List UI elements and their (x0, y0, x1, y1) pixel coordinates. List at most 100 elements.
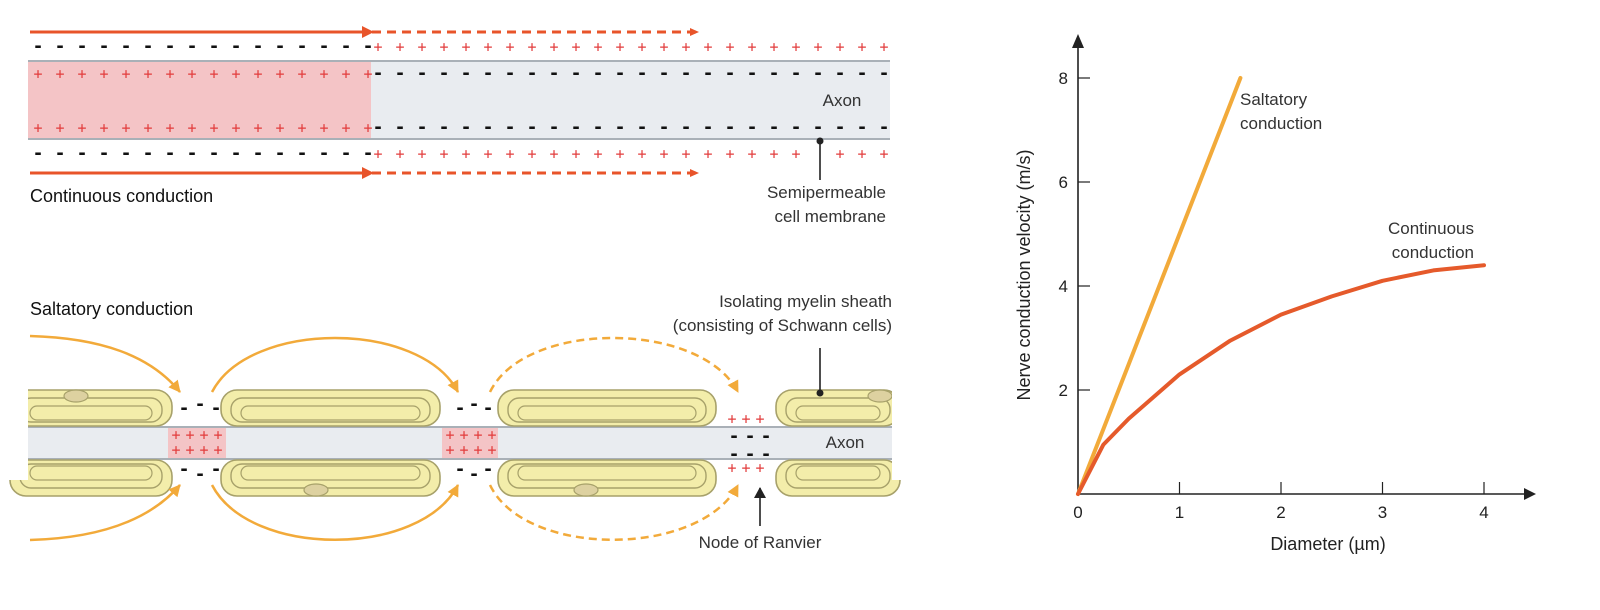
charge-plus: + (341, 119, 350, 137)
charge-minus: - (99, 36, 110, 57)
charge-minus: - (505, 63, 516, 84)
charge-minus: - (455, 459, 466, 480)
charge-minus: - (55, 36, 66, 57)
charge-minus: - (729, 444, 740, 465)
charge-minus: - (483, 398, 494, 419)
charge-plus: + (121, 65, 130, 83)
charge-minus: - (209, 143, 220, 164)
charge-plus: + (77, 119, 86, 137)
charge-minus: - (761, 444, 772, 465)
charge-plus: + (505, 145, 514, 163)
charge-minus: - (469, 394, 480, 415)
charge-plus: + (439, 38, 448, 56)
charge-plus: + (209, 65, 218, 83)
charge-minus: - (747, 117, 758, 138)
charge-plus: + (527, 38, 536, 56)
charge-plus: + (185, 426, 194, 444)
charge-minus: - (725, 117, 736, 138)
charge-minus: - (165, 36, 176, 57)
myelin-pointer-dot (816, 389, 824, 397)
membrane-label-line2: cell membrane (775, 207, 887, 226)
y-tick-label: 2 (1059, 381, 1068, 400)
charge-plus: + (461, 145, 470, 163)
charge-plus: + (199, 426, 208, 444)
series-label-saltatory-line1: Saltatory (1240, 90, 1308, 109)
charge-plus: + (857, 145, 866, 163)
charge-plus: + (363, 65, 372, 83)
charge-minus: - (297, 143, 308, 164)
charge-plus: + (209, 119, 218, 137)
charge-plus: + (747, 38, 756, 56)
charge-plus: + (505, 38, 514, 56)
charge-plus: + (637, 38, 646, 56)
charge-minus: - (341, 143, 352, 164)
charge-plus: + (275, 119, 284, 137)
schwann-cell (9, 459, 173, 497)
charge-minus: - (527, 117, 538, 138)
charge-plus: + (461, 38, 470, 56)
charge-plus: + (725, 145, 734, 163)
charge-plus: + (171, 426, 180, 444)
charge-plus: + (373, 38, 382, 56)
charge-minus: - (681, 63, 692, 84)
schwann-nucleus (63, 389, 89, 403)
charge-minus: - (879, 117, 890, 138)
charge-minus: - (121, 36, 132, 57)
charge-plus: + (143, 119, 152, 137)
charge-plus: + (813, 38, 822, 56)
charge-minus: - (33, 36, 44, 57)
membrane-pointer-dot (816, 137, 824, 145)
charge-plus: + (319, 119, 328, 137)
continuous-title: Continuous conduction (30, 186, 213, 206)
charge-minus: - (55, 143, 66, 164)
charge-plus: + (99, 119, 108, 137)
charge-minus: - (187, 36, 198, 57)
charge-plus: + (681, 145, 690, 163)
charge-plus: + (473, 426, 482, 444)
jump-arrow-top-2 (210, 336, 460, 393)
charge-plus: + (459, 426, 468, 444)
charge-minus: - (745, 444, 756, 465)
charge-minus: - (143, 36, 154, 57)
charge-minus: - (297, 36, 308, 57)
charge-minus: - (571, 117, 582, 138)
charge-minus: - (275, 143, 286, 164)
charge-plus: + (253, 119, 262, 137)
charge-minus: - (439, 63, 450, 84)
schwann-cell (220, 459, 441, 497)
chart-x-axis-arrow (1524, 488, 1536, 500)
charge-minus: - (813, 117, 824, 138)
y-tick-label: 6 (1059, 173, 1068, 192)
x-tick-label: 1 (1175, 503, 1184, 522)
jump-arrow-top-1 (29, 334, 181, 393)
charge-plus: + (741, 459, 750, 477)
charge-minus: - (417, 63, 428, 84)
charge-plus: + (637, 145, 646, 163)
axon-label: Axon (823, 91, 862, 110)
charge-plus: + (483, 38, 492, 56)
depolarized-region (28, 61, 371, 139)
schwann-cell (220, 389, 441, 427)
myelin-label-line2: (consisting of Schwann cells) (673, 316, 892, 335)
myelin-label-line1: Isolating myelin sheath (719, 292, 892, 311)
charge-minus: - (637, 63, 648, 84)
node-depolarized-1 (168, 428, 226, 458)
charge-plus: + (681, 38, 690, 56)
myelin-sheaths (0, 380, 932, 497)
charge-minus: - (703, 63, 714, 84)
charge-plus: + (549, 38, 558, 56)
charge-plus: + (297, 119, 306, 137)
node-depolarized-2 (442, 428, 498, 458)
charge-plus: + (439, 145, 448, 163)
charge-minus: - (209, 36, 220, 57)
charge-minus: - (505, 117, 516, 138)
charge-plus: + (741, 410, 750, 428)
charge-plus: + (571, 145, 580, 163)
charge-minus: - (637, 117, 648, 138)
charge-plus: + (445, 426, 454, 444)
charge-plus: + (55, 65, 64, 83)
charge-plus: + (857, 38, 866, 56)
charge-plus: + (165, 65, 174, 83)
